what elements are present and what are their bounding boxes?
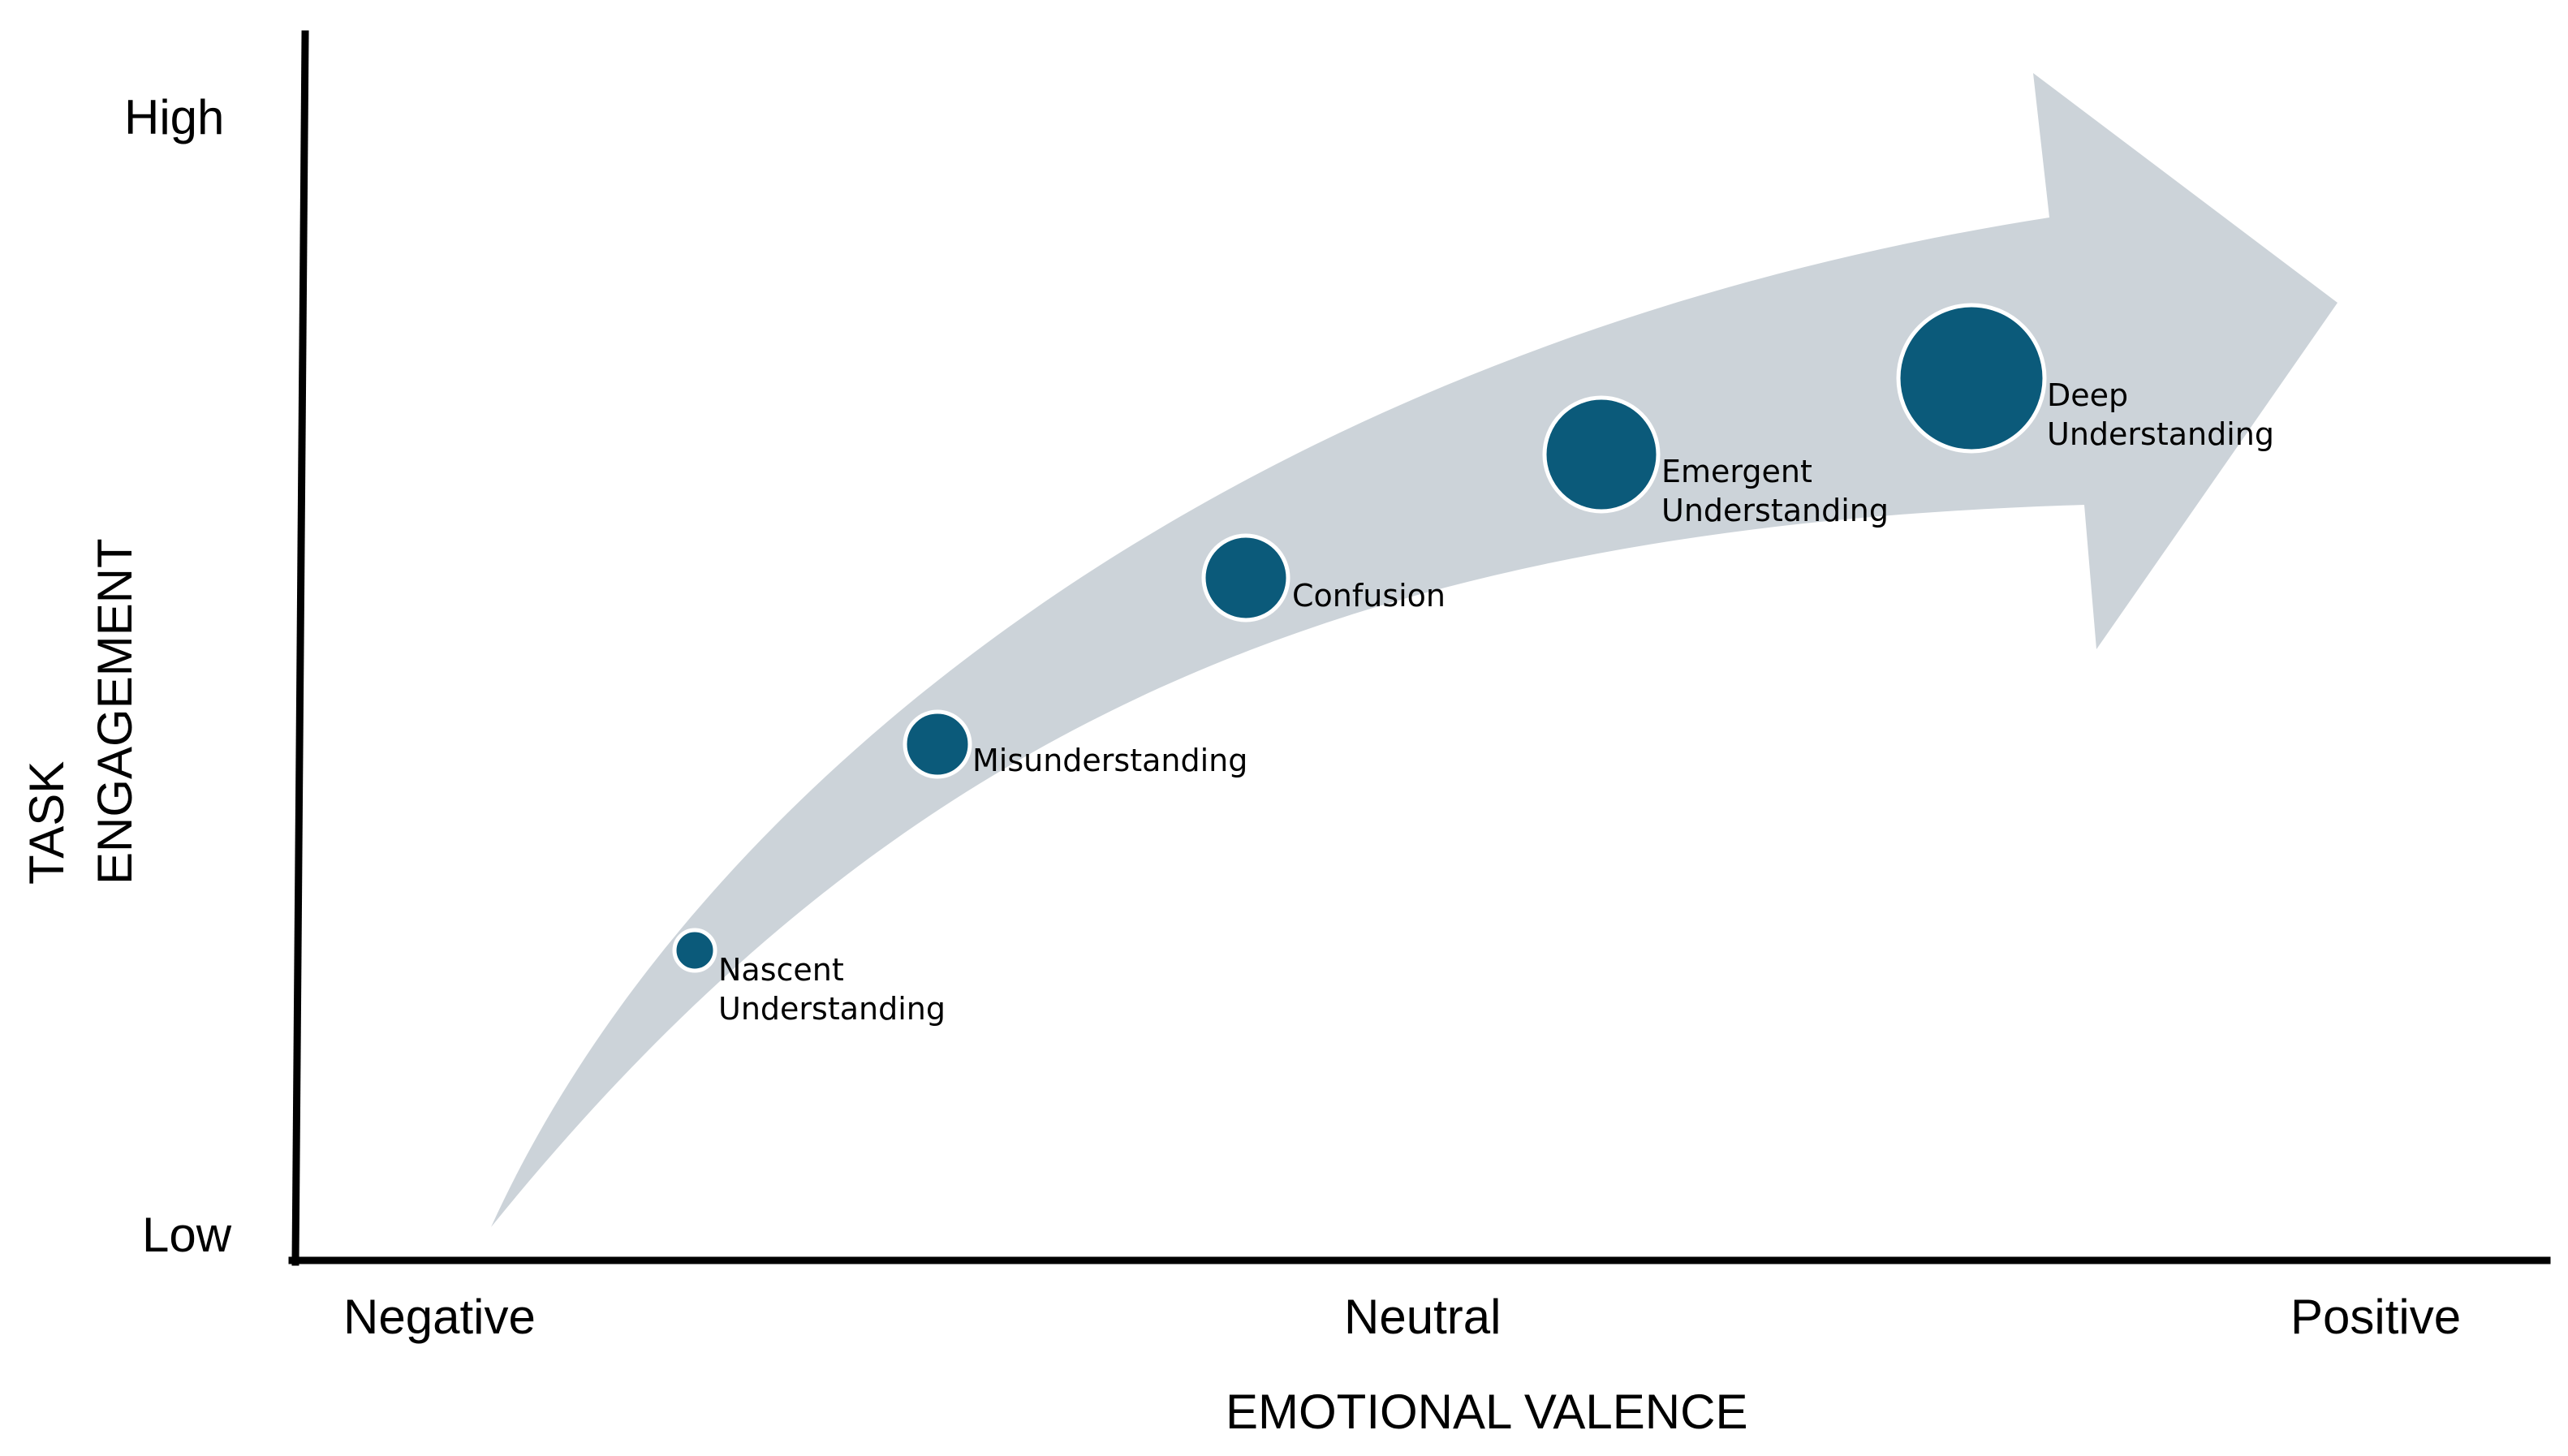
stage-label-line2: Understanding xyxy=(718,991,946,1027)
y-axis-low-label: Low xyxy=(142,1208,232,1262)
stage-label-line2: Understanding xyxy=(1661,493,1889,528)
y-axis-line xyxy=(291,30,309,1266)
stage-deep-understanding: Deep Understanding xyxy=(1896,303,2274,454)
stage-bubble xyxy=(1201,533,1290,622)
x-axis-neutral-label: Neutral xyxy=(1344,1290,1501,1344)
stage-misunderstanding: Misunderstanding xyxy=(903,709,1247,779)
stage-label-line1: Nascent xyxy=(718,952,844,988)
x-axis-negative-label: Negative xyxy=(343,1290,536,1344)
stage-label-line1: Misunderstanding xyxy=(972,743,1247,778)
stage-bubble xyxy=(903,709,972,779)
stage-confusion: Confusion xyxy=(1201,533,1446,622)
y-axis-title: TASK ENGAGEMENT xyxy=(19,538,142,885)
x-axis-title: EMOTIONAL VALENCE xyxy=(1226,1385,1747,1439)
y-axis-title-line2: ENGAGEMENT xyxy=(88,538,142,885)
x-axis-positive-label: Positive xyxy=(2290,1290,2461,1344)
stage-bubble xyxy=(672,928,717,973)
stage-bubble xyxy=(1896,303,2047,454)
stage-label-line1: Confusion xyxy=(1292,578,1446,614)
progression-arrow xyxy=(491,73,2337,1227)
stage-label-line2: Understanding xyxy=(2047,416,2274,452)
stage-label-line1: Deep xyxy=(2047,377,2128,413)
stage-bubble xyxy=(1542,395,1661,514)
y-axis-title-line1: TASK xyxy=(19,761,74,885)
stage-nascent-understanding: Nascent Understanding xyxy=(672,928,946,1027)
y-axis-high-label: High xyxy=(124,90,224,144)
stage-label-line1: Emergent xyxy=(1661,454,1812,489)
stage-emergent-understanding: Emergent Understanding xyxy=(1542,395,1889,528)
